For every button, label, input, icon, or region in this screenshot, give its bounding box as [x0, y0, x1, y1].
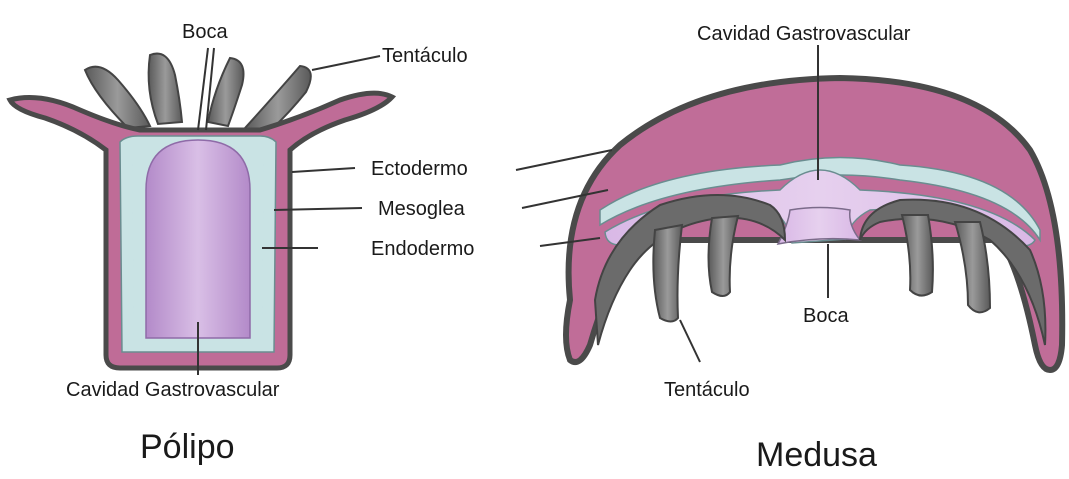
- polyp-title: Pólipo: [140, 428, 235, 466]
- ectoderm-label: Ectodermo: [371, 158, 468, 180]
- medusa-tentacle-label: Tentáculo: [664, 379, 750, 401]
- polyp-cavity-label: Cavidad Gastrovascular: [66, 379, 280, 401]
- leader-line: [680, 320, 700, 362]
- medusa-mouth-label: Boca: [803, 305, 849, 327]
- polyp-tentacle: [149, 54, 182, 124]
- medusa-cavity-label: Cavidad Gastrovascular: [697, 23, 911, 45]
- polyp-figure: [10, 48, 392, 375]
- polyp-tentacle: [208, 58, 244, 126]
- polyp-tentacle-label: Tentáculo: [382, 45, 468, 67]
- medusa-title: Medusa: [756, 436, 877, 474]
- medusa-figure: [516, 45, 1062, 370]
- mesoglea-label: Mesoglea: [378, 198, 466, 220]
- medusa-manubrium: [778, 208, 860, 245]
- leader-line: [312, 56, 380, 70]
- endoderm-label: Endodermo: [371, 238, 474, 260]
- polyp-mouth-label: Boca: [182, 21, 228, 43]
- leader-line: [292, 168, 355, 172]
- polyp-cavity: [146, 140, 250, 338]
- medusa-tentacle: [653, 225, 682, 322]
- medusa-tentacle: [709, 216, 739, 296]
- medusa-tentacle: [902, 215, 933, 296]
